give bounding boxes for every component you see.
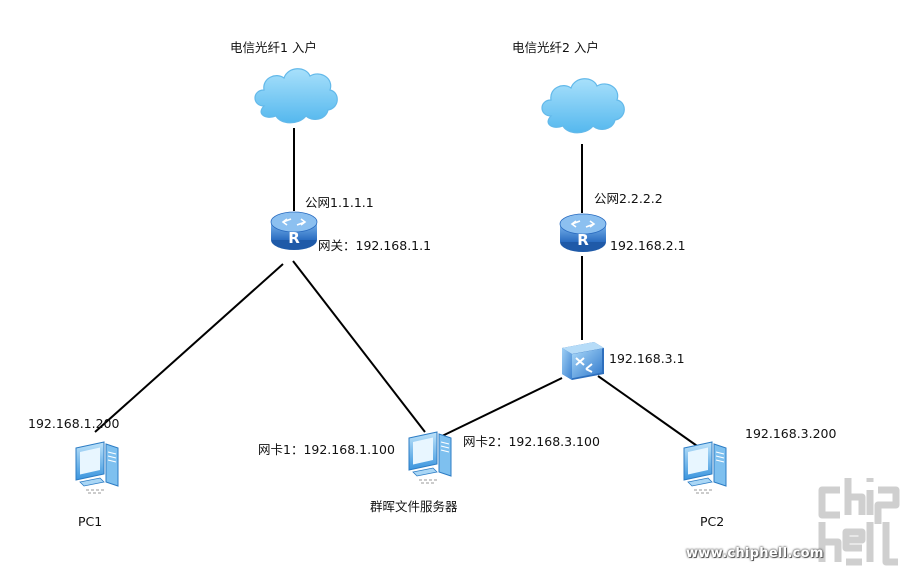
router-icon: [559, 213, 607, 253]
cloud2-label: 电信光纤2 入户: [512, 40, 599, 55]
gateway-1-label: 网关：192.168.1.1: [318, 238, 432, 253]
pc-icon: [683, 441, 727, 494]
cloud-icon: [254, 68, 338, 124]
public-ip-1-label: 公网1.1.1.1: [305, 195, 374, 210]
switch-icon: [561, 341, 605, 381]
public-ip-2-label: 公网2.2.2.2: [594, 191, 663, 206]
pc2-ip-label: 192.168.3.200: [745, 426, 837, 441]
switch-ip-label: 192.168.3.1: [609, 351, 685, 366]
router2-ip-label: 192.168.2.1: [610, 238, 686, 253]
link-switch-server: [439, 377, 563, 438]
pc-icon: [75, 441, 119, 494]
pc2-name-label: PC2: [700, 514, 725, 529]
link-switch-pc2: [597, 375, 701, 449]
server-name-label: 群晖文件服务器: [370, 499, 458, 514]
links: [94, 128, 701, 449]
link-router1-pc1: [94, 263, 284, 433]
router-icon: [270, 211, 318, 251]
pc1-name-label: PC1: [78, 514, 103, 529]
watermark-url: www.chiphell.com: [686, 546, 824, 561]
cloud1-label: 电信光纤1 入户: [230, 40, 317, 55]
server-pc-icon: [408, 431, 452, 484]
link-router1-server: [292, 260, 426, 433]
cloud-icon: [541, 78, 625, 134]
nic2-label: 网卡2：192.168.3.100: [463, 434, 600, 449]
nic1-label: 网卡1：192.168.1.100: [258, 442, 395, 457]
pc1-ip-label: 192.168.1.200: [28, 416, 120, 431]
chiphell-logo: [818, 478, 900, 566]
